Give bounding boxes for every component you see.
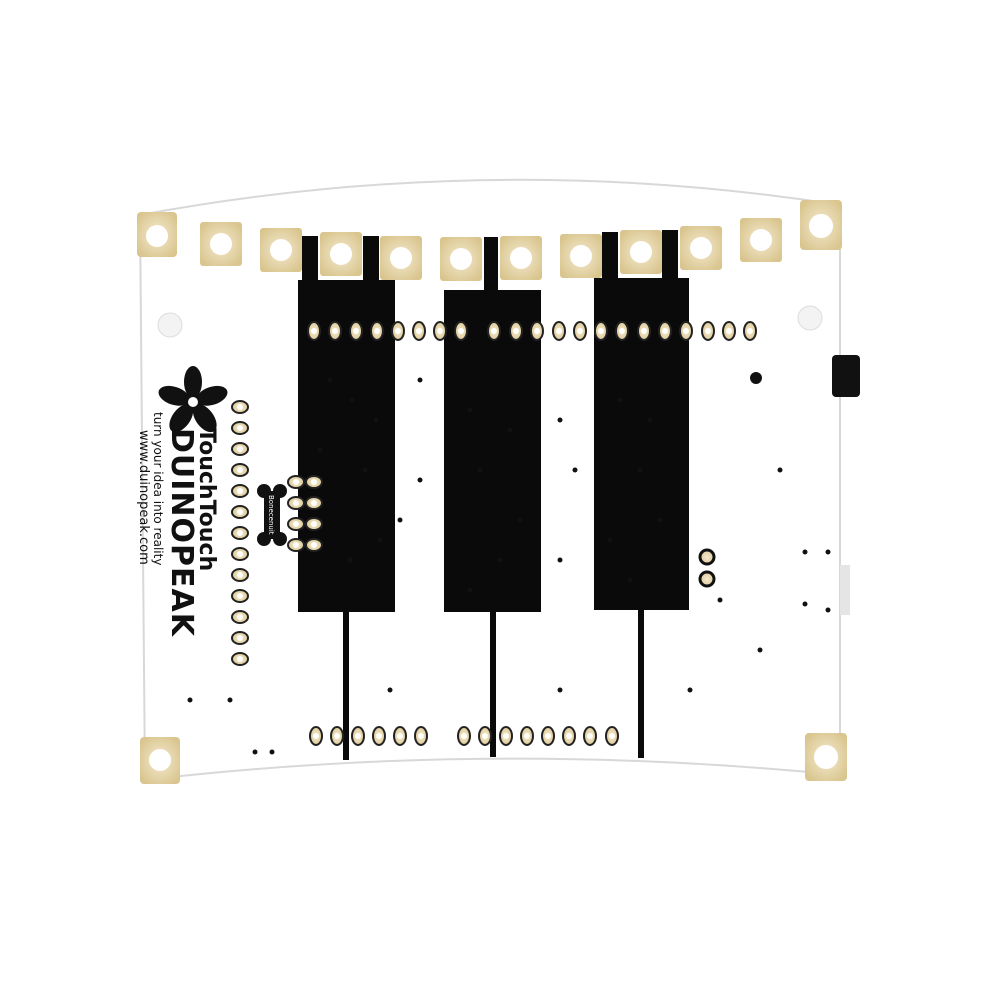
bone-badge: Bonecenuit (257, 484, 287, 546)
upper-pin-row (307, 321, 757, 341)
lower-pin-row (309, 726, 619, 746)
tagline-text: turn your idea into reality (151, 412, 165, 565)
touch-key-2 (444, 237, 541, 757)
side-connector (698, 355, 860, 615)
bone-badge-text: Bonecenuit (267, 495, 275, 535)
mounting-holes (137, 200, 847, 784)
product-name-text: TouchTouch (194, 428, 219, 571)
top-contact-tabs (200, 218, 782, 281)
brand-logo (158, 366, 228, 433)
brand-text: DUINOPEAK (164, 428, 199, 638)
vias (187, 377, 831, 755)
center-pin-header (287, 475, 323, 552)
website-text: www.duinopeak.com (136, 430, 151, 565)
left-pin-column (231, 400, 249, 666)
